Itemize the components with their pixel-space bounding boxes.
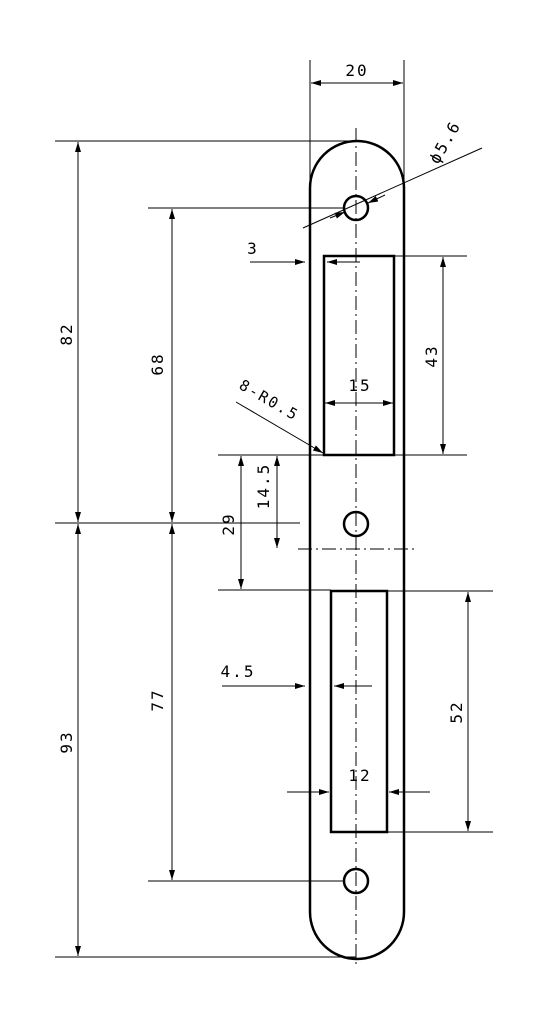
dim-offset-bottom-slot: 4.5 [221,662,256,681]
dim-top-to-center: 82 [57,322,76,345]
dim-corner-radius: 8-R0.5 [236,376,302,425]
dim-slot-top-width: 15 [348,376,371,395]
dim-center-to-slot2: 29 [219,512,238,535]
bottom-slot [329,589,389,834]
dim-hole-dia: ϕ5.6 [425,117,465,167]
dim-slot-top-height: 43 [422,344,441,367]
middle-screw-hole [342,510,370,538]
leader-hole-dia [302,147,483,229]
dim-center-to-bottom: 93 [57,730,76,753]
dim-slot-bottom-height: 52 [447,700,466,723]
dim-offset-top-slot: 3 [247,239,259,258]
top-slot [322,254,396,457]
dim-gap-slot-to-center: 14.5 [254,463,273,510]
dim-center-to-hole: 77 [148,688,167,711]
strike-plate-outline [308,139,406,961]
dim-hole-to-center: 68 [148,352,167,375]
leader-corner-radius [235,401,324,454]
dim-slot-bottom-width: 12 [348,766,371,785]
dim-width-total: 20 [345,61,368,80]
